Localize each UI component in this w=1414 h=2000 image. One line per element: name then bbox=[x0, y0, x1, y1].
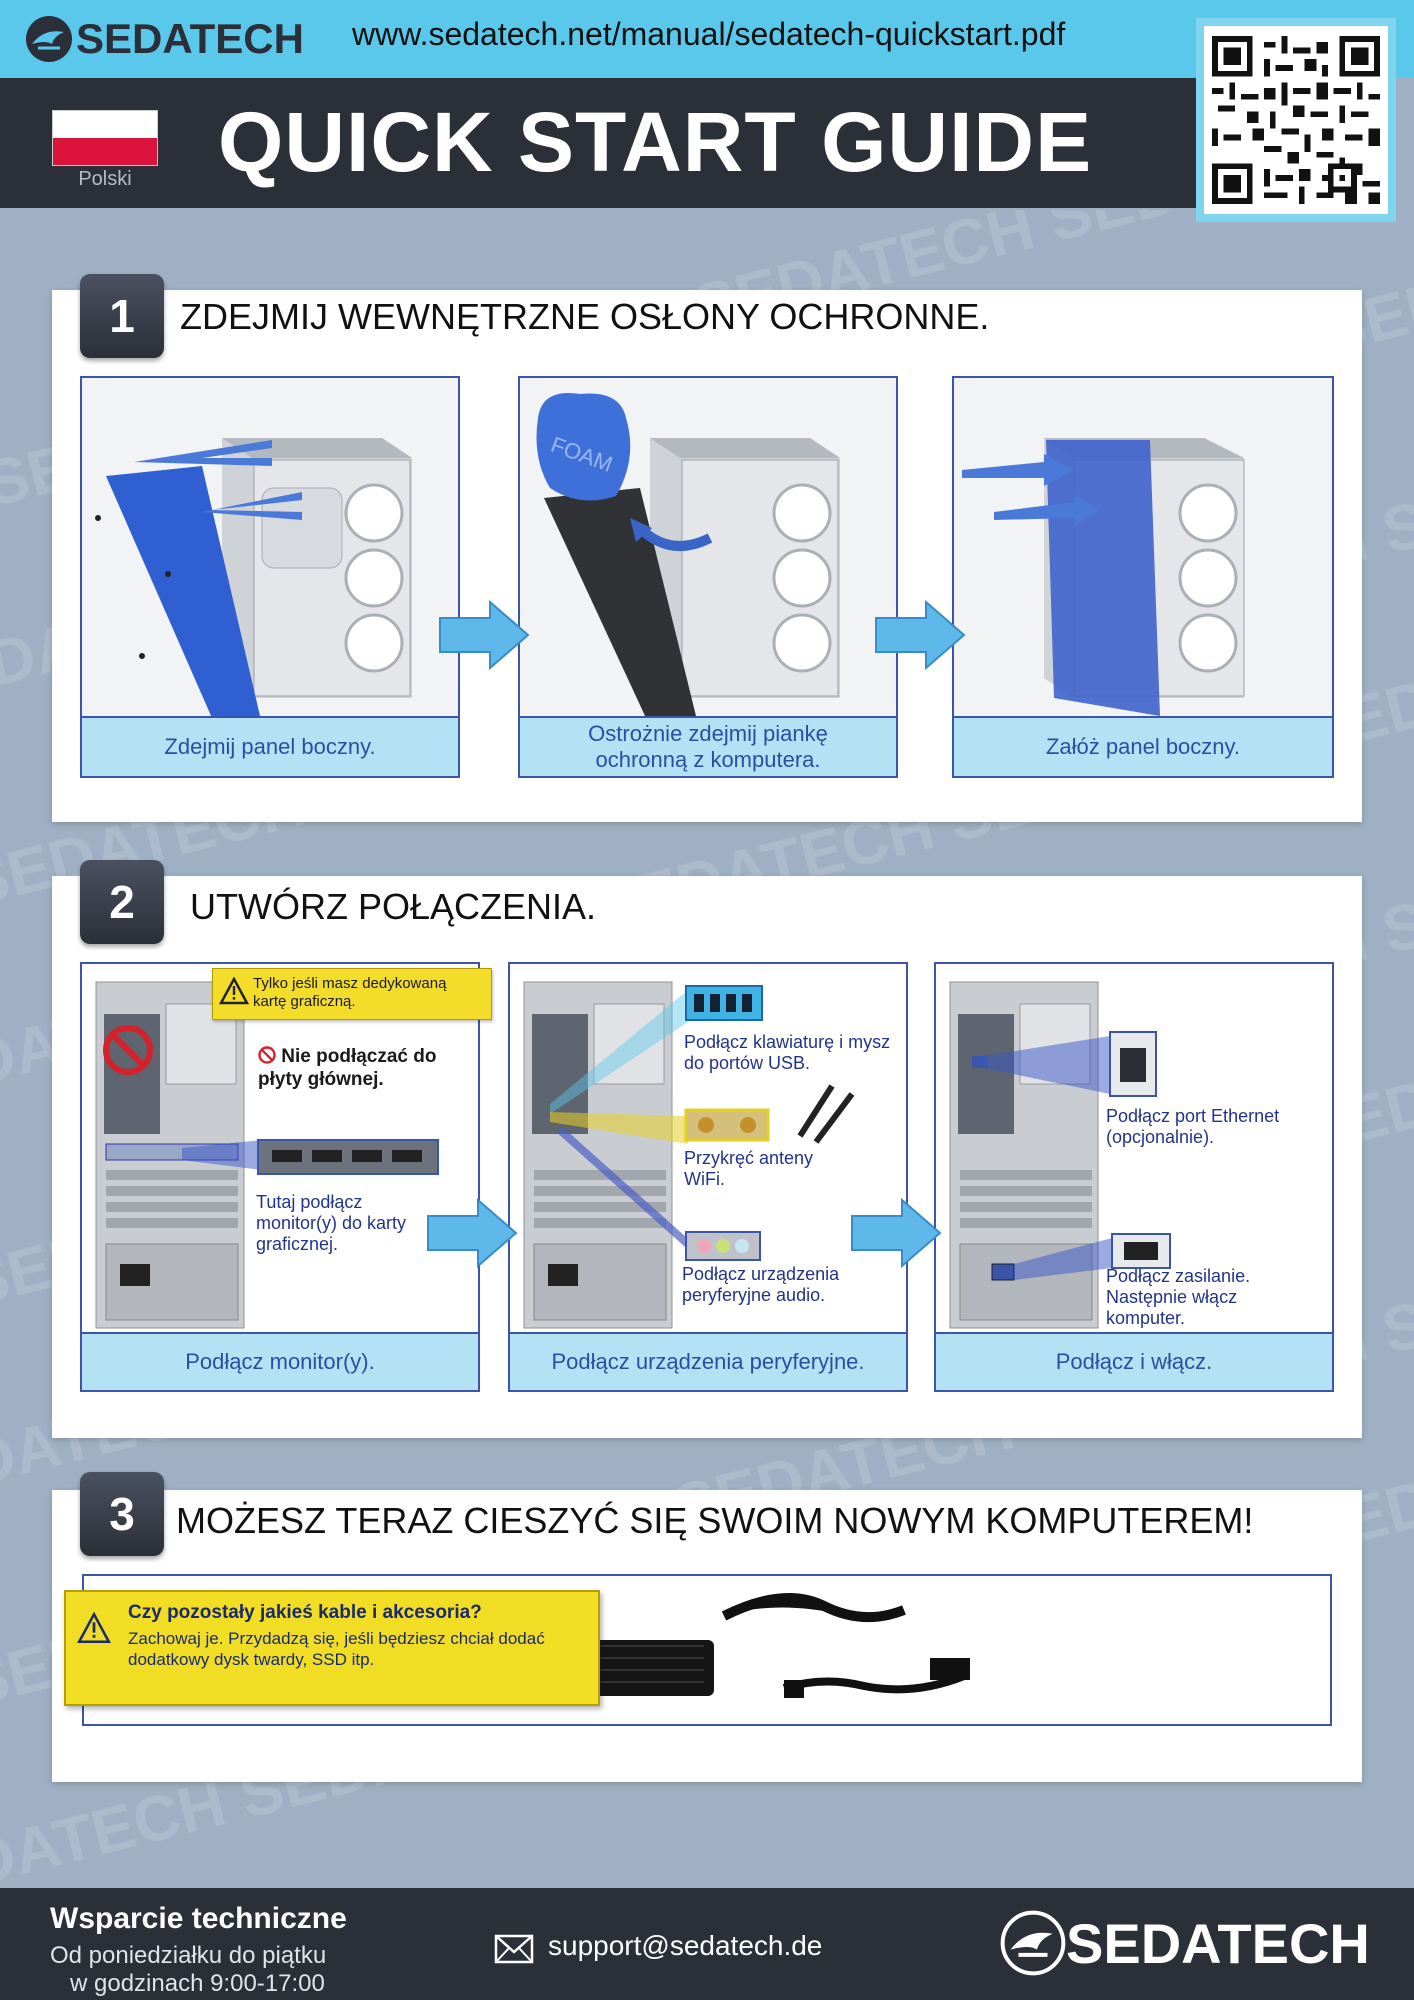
step-2-panel-1-caption: Podłącz monitor(y). bbox=[82, 1332, 478, 1390]
step-3-badge: 3 bbox=[80, 1472, 164, 1556]
support-title: Wsparcie techniczne bbox=[50, 1902, 347, 1935]
next-step-arrow-icon bbox=[439, 600, 530, 670]
footer: Wsparcie techniczne Od poniedziałku do p… bbox=[0, 1888, 1414, 2000]
step-2-panel-peripherals: Podłącz urządzenia peryferyjne. bbox=[508, 962, 908, 1392]
page-title: QUICK START GUIDE bbox=[218, 95, 1093, 189]
mail-icon bbox=[494, 1934, 534, 1964]
usb-note: Podłącz klawiaturę i mysz do portów USB. bbox=[684, 1032, 891, 1074]
audio-note: Podłącz urządzenia peryferyjne audio. bbox=[682, 1264, 840, 1306]
no-entry-icon bbox=[258, 1046, 276, 1064]
wifi-antenna-note: Przykręć anteny WiFi. bbox=[684, 1148, 814, 1190]
support-email-link[interactable]: support@sedatech.de bbox=[548, 1930, 823, 1961]
power-note: Podłącz zasilanie. Następnie włącz kompu… bbox=[1106, 1266, 1251, 1329]
footer-brand-logo: SEDATECH bbox=[1000, 1910, 1370, 1976]
pc-rear-power-illustration bbox=[936, 964, 1332, 1334]
step-1-panel-remove-side: Zdejmij panel boczny. bbox=[80, 376, 460, 778]
pc-rear-io-illustration bbox=[510, 964, 906, 1334]
language-label: Polski bbox=[78, 168, 132, 190]
step-1-panel-remove-foam: FOAM Ostrożnie zdejmij piankę ochronną z… bbox=[518, 376, 898, 778]
no-motherboard-text: Nie podłączać do płyty głównej. bbox=[258, 1046, 437, 1090]
step-1-panel-2-caption: Ostrożnie zdejmij piankę ochronną z komp… bbox=[520, 716, 896, 776]
step-3-title: MOŻESZ TERAZ CIESZYĆ SIĘ SWOIM NOWYM KOM… bbox=[176, 1500, 1254, 1541]
warning-icon bbox=[77, 1612, 111, 1643]
brand-logo: SEDATECH bbox=[24, 12, 304, 66]
gpu-only-warning: Tylko jeśli masz dedykowaną kartę grafic… bbox=[212, 968, 492, 1020]
next-step-arrow-icon bbox=[875, 600, 966, 670]
step-2-panel-monitor: Podłącz monitor(y). bbox=[80, 962, 480, 1392]
pc-case-foam-illustration: FOAM bbox=[520, 378, 896, 718]
step-1-badge: 1 bbox=[80, 274, 164, 358]
support-hours-time: w godzinach 9:00-17:00 bbox=[70, 1970, 325, 1997]
title-bar: Polski QUICK START GUIDE bbox=[0, 78, 1196, 208]
step-2-panel-3-caption: Podłącz i włącz. bbox=[936, 1332, 1332, 1390]
leftover-cables-warning: Czy pozostały jakieś kable i akcesoria? … bbox=[64, 1590, 600, 1706]
step-2-panel-power: Podłącz i włącz. bbox=[934, 962, 1334, 1392]
brand-name: SEDATECH bbox=[76, 15, 304, 62]
step-1-panel-3-caption: Załóż panel boczny. bbox=[954, 716, 1332, 776]
warning-icon bbox=[219, 977, 249, 1005]
step-1-panel-refit-side: Załóż panel boczny. bbox=[952, 376, 1334, 778]
ethernet-note: Podłącz port Ethernet (opcjonalnie). bbox=[1106, 1106, 1280, 1148]
shark-logo-icon bbox=[26, 16, 72, 62]
manual-url[interactable]: www.sedatech.net/manual/sedatech-quickst… bbox=[352, 16, 1066, 52]
pc-rear-gpu-illustration bbox=[82, 964, 478, 1334]
qr-code-icon bbox=[1212, 36, 1380, 204]
pc-case-closed-illustration bbox=[954, 378, 1332, 718]
step-2-panel-2-caption: Podłącz urządzenia peryferyjne. bbox=[510, 1332, 906, 1390]
gpu-only-warning-text: Tylko jeśli masz dedykowaną kartę grafic… bbox=[253, 975, 447, 1010]
step-2-title: UTWÓRZ POŁĄCZENIA. bbox=[190, 886, 597, 927]
gpu-monitor-note: Tutaj podłącz monitor(y) do karty grafic… bbox=[256, 1192, 407, 1255]
support-hours-days: Od poniedziałku do piątku bbox=[50, 1942, 327, 1969]
pc-case-side-open-illustration bbox=[82, 378, 458, 718]
qr-code bbox=[1196, 18, 1396, 222]
leftover-cables-text: Zachowaj je. Przydadzą się, jeśli będzie… bbox=[128, 1629, 545, 1670]
shark-logo-icon bbox=[1000, 1910, 1066, 1976]
leftover-cables-title: Czy pozostały jakieś kable i akcesoria? bbox=[128, 1602, 482, 1623]
next-step-arrow-icon bbox=[427, 1198, 518, 1268]
step-2-badge: 2 bbox=[80, 860, 164, 944]
step-1-title: ZDEJMIJ WEWNĘTRZNE OSŁONY OCHRONNE. bbox=[180, 296, 990, 337]
step-1-panel-1-caption: Zdejmij panel boczny. bbox=[82, 716, 458, 776]
next-step-arrow-icon bbox=[851, 1198, 942, 1268]
top-bar: SEDATECH www.sedatech.net/manual/sedatec… bbox=[0, 0, 1414, 78]
footer-brand-name: SEDATECH bbox=[1066, 1911, 1370, 1975]
poland-flag-icon bbox=[52, 110, 158, 166]
no-motherboard-note: Nie podłączać do płyty głównej. bbox=[258, 1046, 472, 1092]
